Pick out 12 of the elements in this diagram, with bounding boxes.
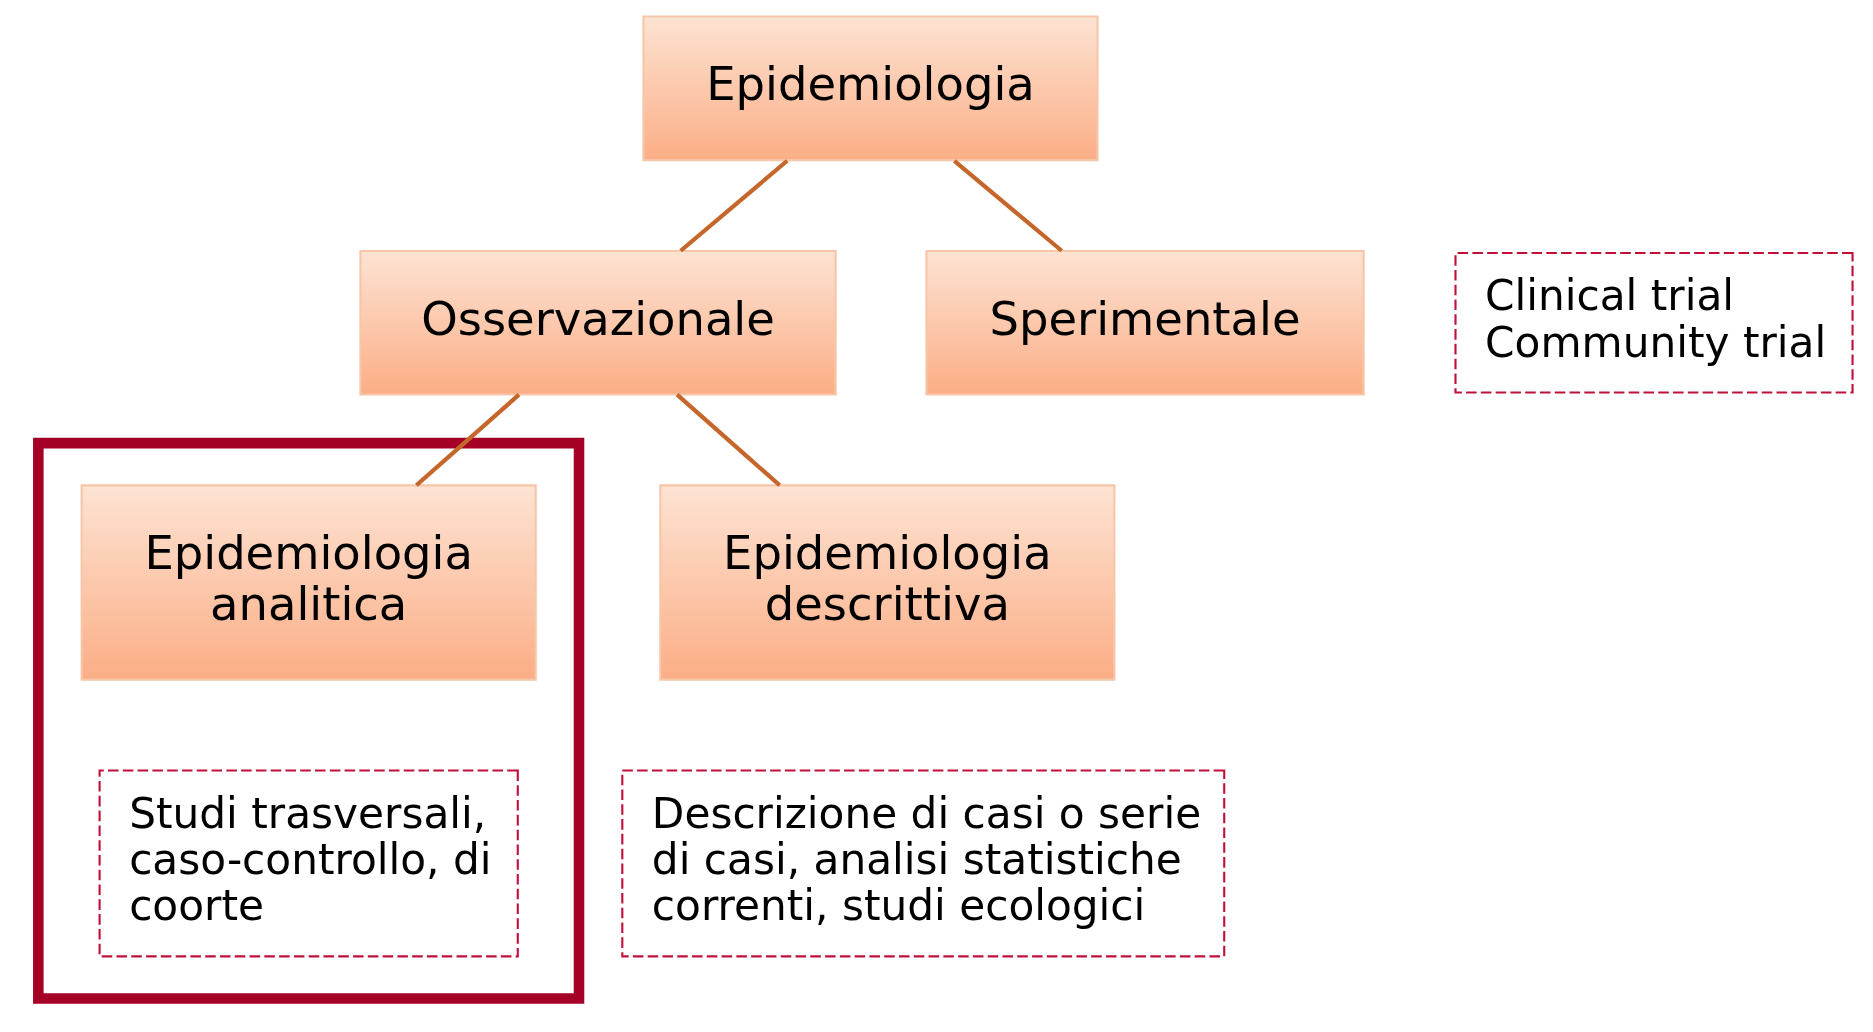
- connector: [678, 159, 789, 253]
- cluster: [32, 437, 584, 1004]
- node-box: Clinical trial Community trial: [1453, 252, 1854, 394]
- node-box: Epidemiologia analitica: [80, 484, 537, 681]
- node-box: Osservazionale: [358, 249, 837, 396]
- node-box: Epidemiologia descrittiva: [658, 484, 1115, 681]
- connector: [952, 159, 1063, 253]
- node-box: Descrizione di casi o serie di casi, analisi statistiche correnti, studi ecologici: [620, 769, 1225, 958]
- node-box: Epidemiologia: [641, 15, 1099, 162]
- node-box: Sperimentale: [924, 249, 1365, 396]
- connector: [675, 393, 781, 487]
- node-box: Studi trasversali, caso-controllo, di coorte: [98, 769, 519, 958]
